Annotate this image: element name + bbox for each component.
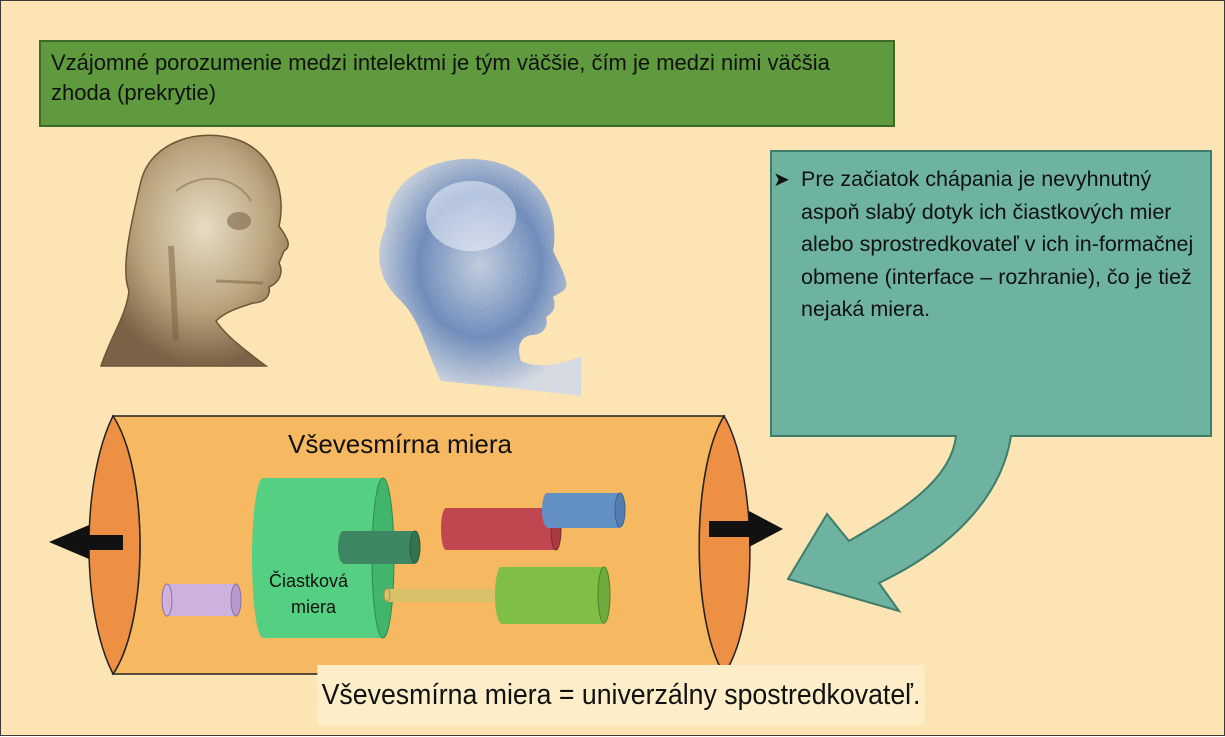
arrow-left-icon <box>49 525 123 559</box>
light-green-cylinder <box>495 566 611 624</box>
title-box: Vzájomné porozumenie medzi intelektmi je… <box>39 40 895 127</box>
skull-head-image <box>99 134 289 367</box>
tube-label: Vševesmírna miera <box>288 429 512 459</box>
purple-cylinder <box>161 583 242 617</box>
partial-measure-label-line1: Čiastková <box>269 570 349 591</box>
particle-head-image <box>379 158 581 396</box>
yellow-rod <box>383 588 503 602</box>
red-cylinder <box>441 507 562 551</box>
callout-shape <box>770 150 1212 613</box>
callout-text-block: ➤ Pre začiatok chápania je nevyhnutný as… <box>773 163 1211 326</box>
caption: Vševesmírna miera = univerzálny spostred… <box>317 665 925 725</box>
arrow-right-icon <box>709 511 783 547</box>
partial-measure-label-line2: miera <box>291 597 337 617</box>
bullet-arrow-icon: ➤ <box>773 169 790 191</box>
dark-green-cylinder <box>338 530 421 564</box>
callout-text: Pre začiatok chápania je nevyhnutný aspo… <box>801 167 1194 321</box>
blue-cylinder <box>542 492 626 528</box>
